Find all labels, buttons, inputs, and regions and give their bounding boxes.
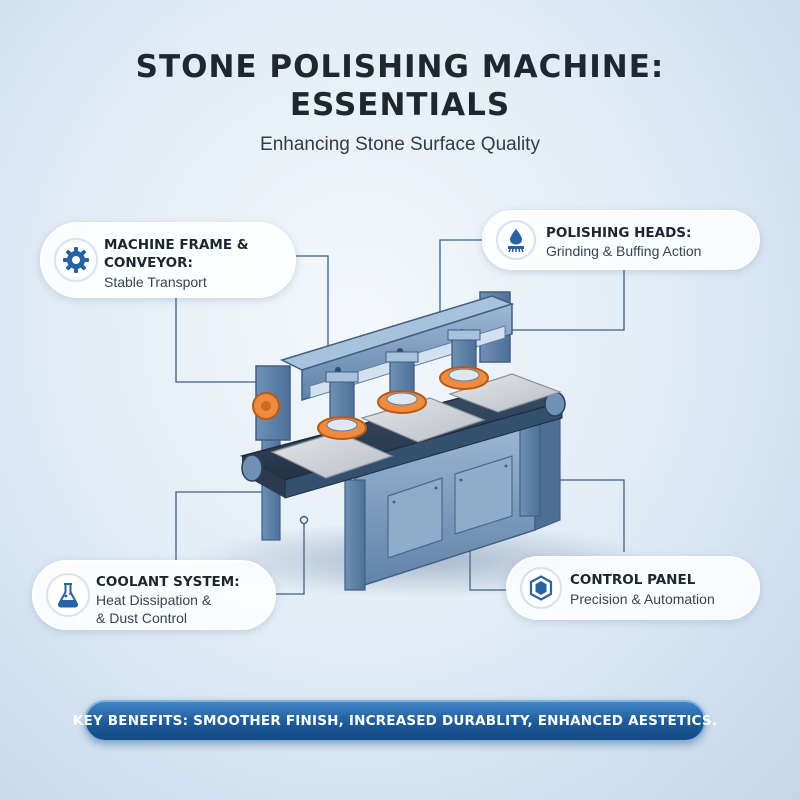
callout-control-panel-desc: Precision & Automation xyxy=(570,591,715,607)
callout-machine-frame-desc: Stable Transport xyxy=(104,274,207,290)
polishing-head-3 xyxy=(439,329,489,390)
frame-title-line-2: CONVEYOR: xyxy=(104,255,193,271)
callout-control-panel-title: CONTROL PANEL xyxy=(570,572,696,588)
polishing-head-2 xyxy=(377,351,427,414)
conveyor-belt-edge xyxy=(284,401,563,499)
callout-machine-frame-title: MACHINE FRAME & CONVEYOR: xyxy=(104,236,249,272)
title-line-1: STONE POLISHING MACHINE: xyxy=(135,49,665,85)
title-line-2: ESSENTIALS xyxy=(289,87,511,123)
leg-right xyxy=(519,417,541,517)
callout-coolant-system-title: COOLANT SYSTEM: xyxy=(96,574,240,590)
polishing-head-1 xyxy=(317,371,367,440)
callout-control-panel: CONTROL PANEL Precision & Automation xyxy=(506,556,760,620)
coolant-desc-line-2: & Dust Control xyxy=(96,610,188,626)
leg-front-left xyxy=(344,479,366,591)
flask-icon xyxy=(46,573,90,617)
callout-polishing-heads: POLISHING HEADS: Grinding & Buffing Acti… xyxy=(482,210,760,270)
page-title: STONE POLISHING MACHINE: ESSENTIALS xyxy=(0,48,800,124)
callout-coolant-system-desc: Heat Dissipation & & Dust Control xyxy=(96,591,211,627)
cabinet-panel-left xyxy=(387,477,443,559)
frame-title-line-1: MACHINE FRAME & xyxy=(104,237,249,253)
stone-slab-3 xyxy=(448,373,562,413)
callout-machine-frame: MACHINE FRAME & CONVEYOR: Stable Transpo… xyxy=(40,222,296,298)
stone-slab-1 xyxy=(270,431,394,479)
callout-polishing-heads-title: POLISHING HEADS: xyxy=(546,225,692,241)
gear-icon xyxy=(54,238,98,282)
key-benefits-banner: KEY BENEFITS: SMOOTHER FINISH, INCREASED… xyxy=(73,700,717,742)
hexagon-shield-icon xyxy=(520,567,562,609)
key-benefits-text: KEY BENEFITS: SMOOTHER FINISH, INCREASED… xyxy=(72,713,718,729)
belt-roller-left xyxy=(241,454,263,482)
cabinet-panel-right xyxy=(454,455,513,535)
callout-coolant-system: COOLANT SYSTEM: Heat Dissipation & & Dus… xyxy=(32,560,276,630)
page-subtitle: Enhancing Stone Surface Quality xyxy=(260,134,540,155)
coolant-desc-line-1: Heat Dissipation & xyxy=(96,592,212,608)
callout-polishing-heads-desc: Grinding & Buffing Action xyxy=(546,243,702,259)
water-drop-brush-icon xyxy=(496,220,536,260)
